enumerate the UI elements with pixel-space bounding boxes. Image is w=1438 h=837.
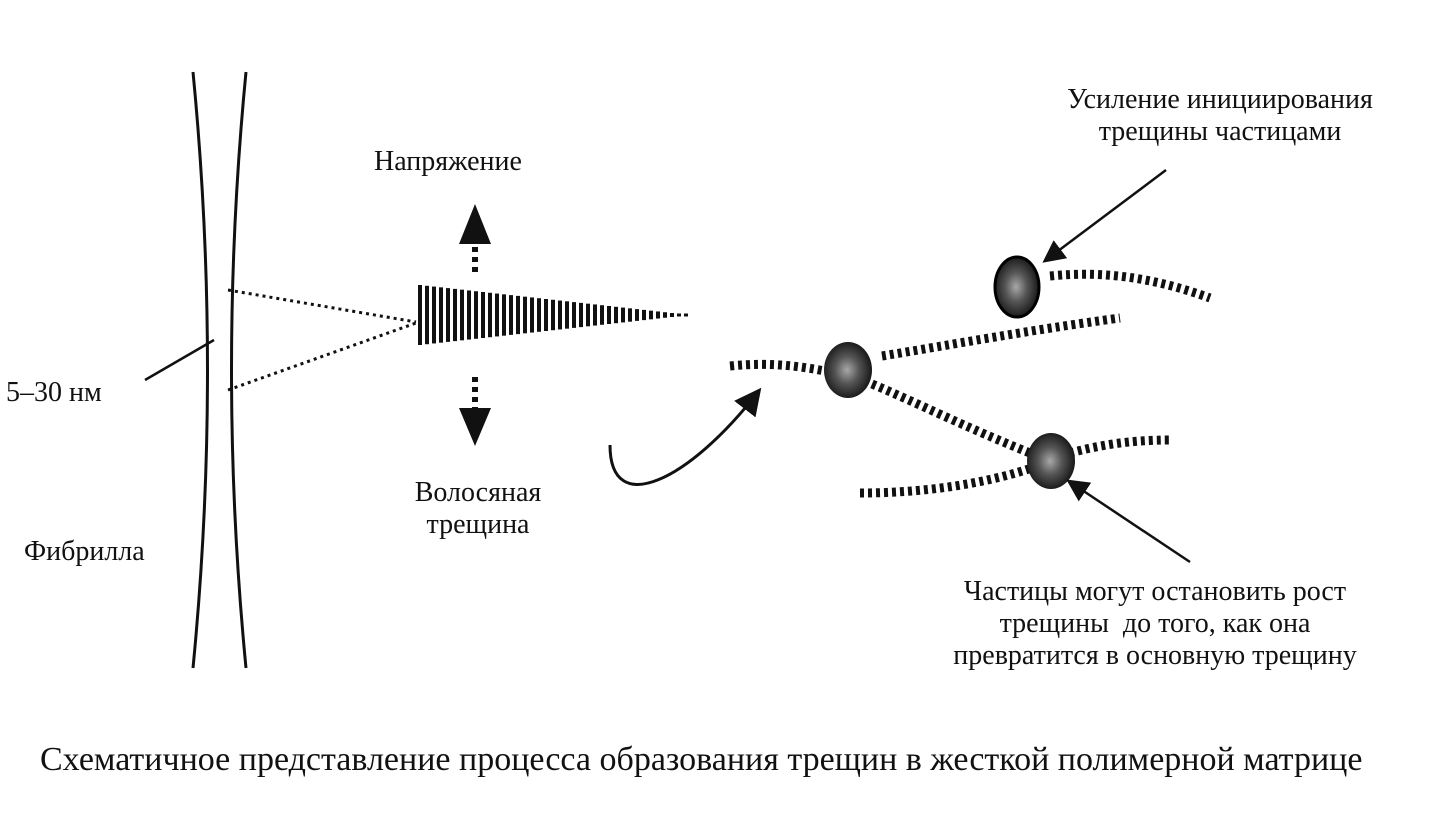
arrest-label-line1: Частицы могут остановить рост (963, 576, 1347, 607)
crack-main-left (729, 359, 831, 377)
size-label: 5–30 нм (6, 377, 102, 408)
arrest-label-line3: превратится в основную трещину (953, 640, 1357, 671)
initiation-label-line2: трещины частицами (1098, 116, 1342, 147)
size-pointer-line (144, 338, 215, 382)
craze-label: Волосяная трещина (392, 477, 564, 541)
particle-top (993, 255, 1041, 319)
stress-label: Напряжение (374, 146, 522, 177)
crack-lower-left (859, 463, 1034, 498)
stress-arrow-up (459, 204, 491, 272)
transition-arrow (608, 387, 762, 486)
craze-wedge (418, 285, 688, 345)
initiation-label: Усиление инициирования трещины частицами (1010, 84, 1430, 148)
arrest-label-line2: трещины до того, как она (999, 608, 1311, 639)
fibril-label: Фибрилла (24, 536, 145, 567)
craze-diagram (144, 71, 1212, 669)
arrest-arrow (1066, 479, 1191, 564)
crack-paths (729, 269, 1212, 498)
crack-middle (870, 379, 1037, 460)
initiation-arrow (1042, 169, 1167, 263)
craze-label-line1: Волосяная (414, 477, 542, 508)
initiation-label-line1: Усиление инициирования (1067, 84, 1373, 115)
projection-lines (227, 288, 417, 392)
fibril-shape (191, 71, 248, 669)
stress-arrow-down (459, 377, 491, 446)
crack-top (1049, 269, 1212, 303)
crack-upper-branch (881, 313, 1121, 361)
craze-label-line2: трещина (426, 509, 530, 540)
arrest-label: Частицы могут остановить рост трещины до… (900, 576, 1410, 672)
crack-lower-right (1068, 435, 1171, 458)
particle-bottom (1027, 433, 1075, 489)
particle-middle (824, 342, 872, 398)
figure-caption: Схематичное представление процесса образ… (40, 741, 1363, 778)
